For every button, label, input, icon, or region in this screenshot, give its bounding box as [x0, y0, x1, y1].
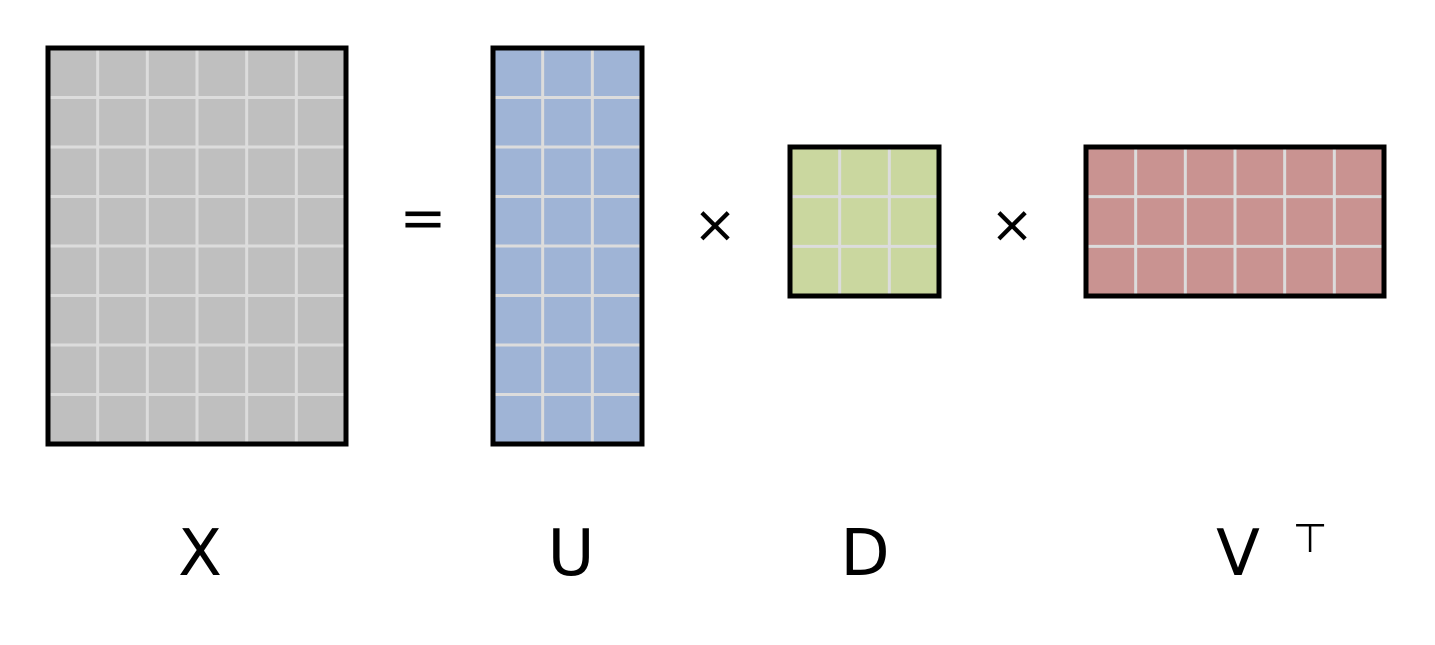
matrix-d-label: D [840, 517, 889, 591]
matrix-d [787, 144, 942, 299]
multiply-operator-1: × [693, 195, 737, 255]
matrix-d-border [787, 144, 942, 299]
matrix-x [45, 45, 349, 447]
matrix-vt-label: V [1216, 517, 1260, 591]
matrix-vt-border [1083, 144, 1387, 299]
matrix-u-border [490, 45, 645, 447]
multiply-operator-2: × [990, 195, 1034, 255]
transpose-superscript: ⊤ [1293, 516, 1328, 562]
equals-operator: = [400, 186, 447, 251]
matrix-u [490, 45, 645, 447]
matrix-d-fill [790, 147, 939, 296]
matrix-x-border [45, 45, 349, 447]
matrix-x-label: X [178, 517, 222, 591]
matrix-u-label: U [548, 517, 595, 591]
matrix-vt [1083, 144, 1387, 299]
